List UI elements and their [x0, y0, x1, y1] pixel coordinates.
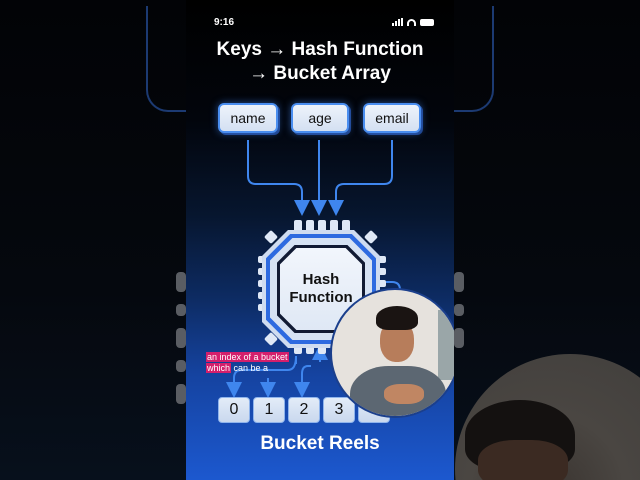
background-bracket-left [146, 6, 196, 112]
hash-function-chip: Hash Function [280, 248, 362, 330]
chip-pin [318, 342, 326, 354]
background-pin [454, 304, 464, 316]
bucket-0: 0 [218, 397, 250, 423]
caption-line-1: an index of a bucket [206, 352, 289, 363]
bucket-3: 3 [323, 397, 355, 423]
caption-line-2: which can be a [206, 363, 289, 374]
background-left [0, 0, 186, 480]
wifi-icon [407, 19, 416, 26]
caption-rest: can be a [231, 363, 269, 373]
video-frame[interactable]: 9:16 Keys → Hash Function → Bucket Array [186, 0, 454, 480]
bucket-array-label: Bucket Reels [260, 433, 380, 454]
caption-highlight-word: which [206, 363, 232, 373]
background-pin [176, 384, 186, 404]
chip-pin [374, 268, 386, 275]
chip-pin [374, 256, 386, 263]
battery-icon [420, 19, 434, 26]
subtitle-caption: an index of a bucket which can be a [206, 352, 289, 374]
background-pin [454, 328, 464, 348]
background-pin [454, 272, 464, 292]
hash-function-line-1: Hash [302, 271, 340, 288]
status-icons [392, 18, 434, 26]
diagram-title: Keys → Hash Function → Bucket Array [186, 38, 454, 86]
status-time: 9:16 [214, 17, 235, 28]
presenter-hair [376, 306, 418, 330]
background-pin [176, 360, 186, 372]
presenter-hands [384, 384, 424, 404]
background-presenter-face [478, 440, 568, 480]
chip-pin [294, 342, 302, 354]
background-pin [176, 272, 186, 292]
key-name: name [218, 103, 278, 133]
flow-arrows [226, 140, 401, 398]
chip-pin [294, 220, 302, 232]
key-email: email [363, 103, 421, 133]
chip-pin [306, 220, 314, 232]
background-pin [176, 328, 186, 348]
chip-pin [318, 220, 326, 232]
chip-pin [330, 220, 338, 232]
title-line-2: → Bucket Array [249, 63, 391, 84]
key-age: age [291, 103, 349, 133]
status-bar: 9:16 [186, 14, 454, 30]
bucket-1: 1 [253, 397, 285, 423]
bucket-2: 2 [288, 397, 320, 423]
background-bracket-right [444, 6, 494, 112]
pip-window [438, 310, 454, 380]
title-line-1: Keys → Hash Function [216, 39, 424, 60]
hash-function-line-2: Function [289, 289, 353, 306]
caption-highlight: an index of a bucket [206, 352, 289, 362]
background-pin [176, 304, 186, 316]
signal-icon [392, 18, 403, 26]
chip-pin [306, 342, 314, 354]
presenter-pip-video[interactable] [330, 288, 454, 418]
chip-pin [342, 220, 350, 232]
chip-pin [374, 280, 386, 287]
